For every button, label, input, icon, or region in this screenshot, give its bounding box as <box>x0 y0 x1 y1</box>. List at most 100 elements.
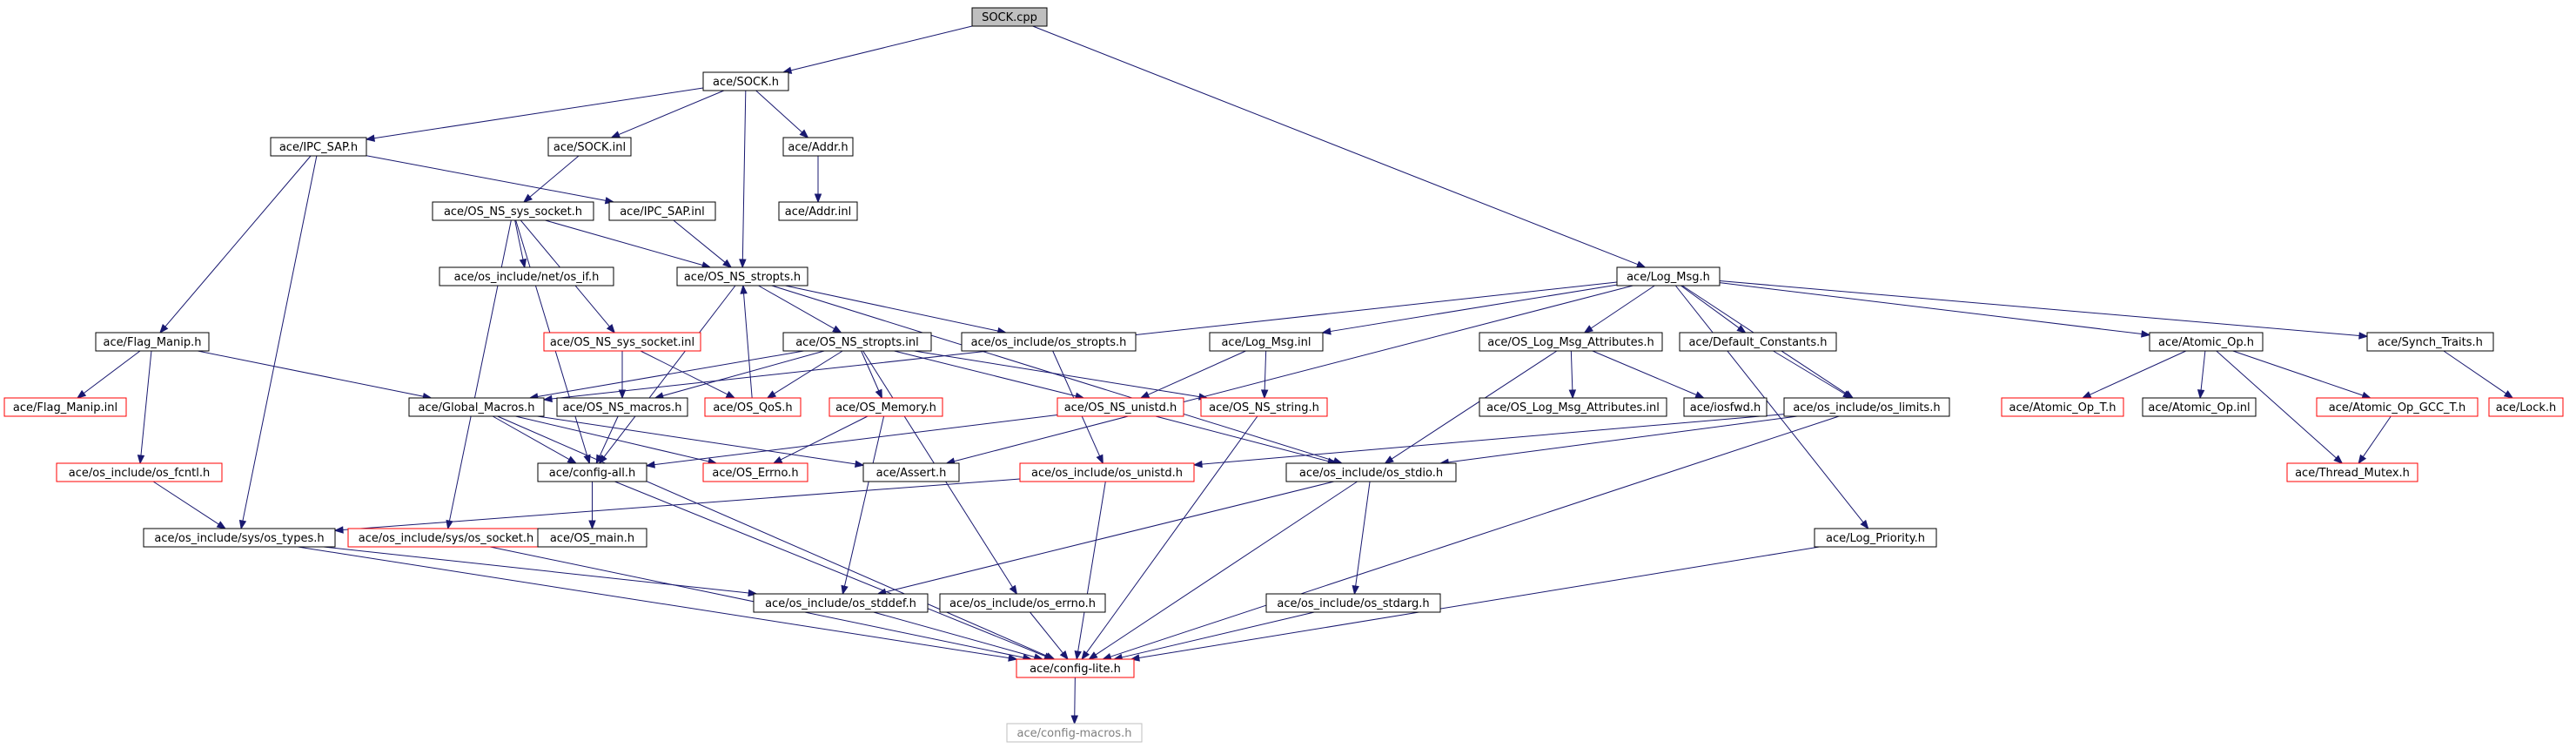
edge-line <box>774 350 843 394</box>
node-box <box>1679 332 1837 352</box>
node-os-ns-sys-socket-h[interactable]: ace/OS_NS_sys_socket.h <box>432 201 594 221</box>
edge-atomic_op_h-to-thread_mutex_h <box>2216 350 2344 464</box>
node-os-if-h[interactable]: ace/os_include/net/os_if.h <box>439 266 614 286</box>
node-os-errno-ace-h[interactable]: ace/OS_Errno.h <box>702 462 808 482</box>
node-addr-h[interactable]: ace/Addr.h <box>782 137 854 157</box>
node-flag-manip-h[interactable]: ace/Flag_Manip.h <box>95 332 210 352</box>
node-box <box>537 528 647 548</box>
node-label: ace/os_include/os_stdarg.h <box>1277 597 1429 610</box>
node-atomic-op-h[interactable]: ace/Atomic_Op.h <box>2149 332 2264 352</box>
node-os-ns-sys-socket-inl[interactable]: ace/OS_NS_sys_socket.inl <box>543 332 701 352</box>
node-label: ace/os_include/os_fcntl.h <box>69 467 210 480</box>
edge-os_qos_h-to-os_ns_stropts_h <box>740 284 753 399</box>
node-default-constants-h[interactable]: ace/Default_Constants.h <box>1679 332 1837 352</box>
node-label: ace/Default_Constants.h <box>1688 336 1827 349</box>
node-box <box>270 137 367 157</box>
node-global-macros-h[interactable]: ace/Global_Macros.h <box>408 397 545 417</box>
node-thread-mutex-h[interactable]: ace/Thread_Mutex.h <box>2286 462 2418 482</box>
node-config-macros-h[interactable]: ace/config-macros.h <box>1006 723 1143 743</box>
node-os-ns-stropts-h[interactable]: ace/OS_NS_stropts.h <box>676 266 808 286</box>
edge-os_ns_stropts_inl-to-os_memory_h <box>861 350 882 400</box>
node-os-log-msg-attributes-inl[interactable]: ace/OS_Log_Msg_Attributes.inl <box>1479 397 1667 417</box>
node-os-stdio-h[interactable]: ace/os_include/os_stdio.h <box>1285 462 1457 482</box>
node-assert-h[interactable]: ace/Assert.h <box>862 462 960 482</box>
node-os-ns-string-h[interactable]: ace/OS_NS_string.h <box>1200 397 1328 417</box>
edge-line <box>790 25 973 71</box>
node-log-msg-inl[interactable]: ace/Log_Msg.inl <box>1209 332 1324 352</box>
node-lock-h[interactable]: ace/Lock.h <box>2488 397 2564 417</box>
node-os-main-h[interactable]: ace/OS_main.h <box>537 528 647 548</box>
node-os-memory-h[interactable]: ace/OS_Memory.h <box>828 397 943 417</box>
node-box <box>1057 397 1184 417</box>
node-log-priority-h[interactable]: ace/Log_Priority.h <box>1814 528 1937 548</box>
node-synch-traits-h[interactable]: ace/Synch_Traits.h <box>2366 332 2494 352</box>
node-os-log-msg-attributes-h[interactable]: ace/OS_Log_Msg_Attributes.h <box>1479 332 1663 352</box>
edge-line <box>242 155 318 522</box>
edge-line <box>1201 414 1785 465</box>
node-os-types-h[interactable]: ace/os_include/sys/os_types.h <box>143 528 336 548</box>
node-os-stddef-h[interactable]: ace/os_include/os_stddef.h <box>753 593 929 613</box>
node-os-qos-h[interactable]: ace/OS_QoS.h <box>704 397 802 417</box>
node-ipc-sap-inl[interactable]: ace/IPC_SAP.inl <box>608 201 716 221</box>
edge-layer <box>76 25 2514 725</box>
node-config-lite-h[interactable]: ace/config-lite.h <box>1016 658 1135 678</box>
arrow-head <box>832 325 842 334</box>
node-box <box>95 332 210 352</box>
node-sock-inl[interactable]: ace/SOCK.inl <box>547 137 632 157</box>
edge-line <box>497 415 1048 657</box>
edge-line <box>514 219 524 260</box>
node-ipc-sap-h[interactable]: ace/IPC_SAP.h <box>270 137 367 157</box>
edge-line <box>1032 25 1639 266</box>
arrow-head <box>1321 327 1332 335</box>
edge-line <box>758 285 835 329</box>
node-box <box>778 201 858 221</box>
edge-line <box>1074 677 1076 717</box>
node-os-limits-h[interactable]: ace/os_include/os_limits.h <box>1783 397 1950 417</box>
node-sock-h[interactable]: ace/SOCK.h <box>702 71 789 91</box>
arrow-head <box>814 193 822 204</box>
arrow-head <box>542 394 553 403</box>
arrow-head <box>1070 715 1079 725</box>
node-label: ace/config-all.h <box>549 467 636 480</box>
node-label: ace/Atomic_Op.inl <box>2148 401 2250 414</box>
node-config-all-h[interactable]: ace/config-all.h <box>537 462 647 482</box>
node-label: ace/os_include/os_stdio.h <box>1299 467 1443 480</box>
node-log-msg-h[interactable]: ace/Log_Msg.h <box>1616 266 1721 286</box>
edge-os_types_h-to-config_lite_h <box>298 546 1018 662</box>
arrow-head <box>1568 389 1577 400</box>
node-os-unistd-h[interactable]: ace/os_include/os_unistd.h <box>1019 462 1195 482</box>
node-atomic-op-inl[interactable]: ace/Atomic_Op.inl <box>2142 397 2257 417</box>
node-os-ns-macros-h[interactable]: ace/OS_NS_macros.h <box>556 397 688 417</box>
node-iosfwd-h[interactable]: ace/iosfwd.h <box>1683 397 1768 417</box>
edge-line <box>515 415 709 462</box>
edge-line <box>603 285 736 458</box>
node-addr-inl[interactable]: ace/Addr.inl <box>778 201 858 221</box>
node-flag-manip-inl[interactable]: ace/Flag_Manip.inl <box>3 397 127 417</box>
arrow-head <box>1081 650 1090 661</box>
node-label: ace/IPC_SAP.inl <box>620 206 705 219</box>
edge-os_ns_sys_socket_h-to-os_if_h <box>514 219 527 269</box>
node-os-ns-unistd-h[interactable]: ace/OS_NS_unistd.h <box>1057 397 1184 417</box>
edge-line <box>1147 350 1246 395</box>
node-box <box>537 462 647 482</box>
node-atomic-op-gcc-t-h[interactable]: ace/Atomic_Op_GCC_T.h <box>2316 397 2479 417</box>
edge-atomic_op_gcc_t_h-to-thread_mutex_h <box>2358 415 2392 465</box>
node-box <box>1814 528 1937 548</box>
node-os-ns-stropts-inl[interactable]: ace/OS_NS_stropts.inl <box>782 332 932 352</box>
edge-line <box>654 414 1058 466</box>
node-os-socket-h[interactable]: ace/os_include/sys/os_socket.h <box>347 528 545 548</box>
edge-global_macros_h-to-os_errno_ace_h <box>515 415 718 465</box>
node-os-errno-h[interactable]: ace/os_include/os_errno.h <box>939 593 1106 613</box>
edge-line <box>1121 611 1315 658</box>
edge-atomic_op_h-to-atomic_op_t_h <box>2081 350 2187 399</box>
node-label: ace/iosfwd.h <box>1690 401 1761 414</box>
node-os-stdarg-h[interactable]: ace/os_include/os_stdarg.h <box>1265 593 1441 613</box>
node-os-stropts-h[interactable]: ace/os_include/os_stropts.h <box>961 332 1137 352</box>
node-atomic-op-t-h[interactable]: ace/Atomic_Op_T.h <box>2001 397 2124 417</box>
edge-global_macros_h-to-assert_h <box>537 415 865 468</box>
edge-os_log_msg_attributes_h-to-iosfwd_h <box>1592 350 1705 399</box>
edge-log_msg_h-to-os_log_msg_attributes_h <box>1583 285 1655 334</box>
edge-line <box>1030 611 1063 654</box>
node-os-fcntl-h[interactable]: ace/os_include/os_fcntl.h <box>56 462 223 482</box>
node-box <box>2488 397 2564 417</box>
